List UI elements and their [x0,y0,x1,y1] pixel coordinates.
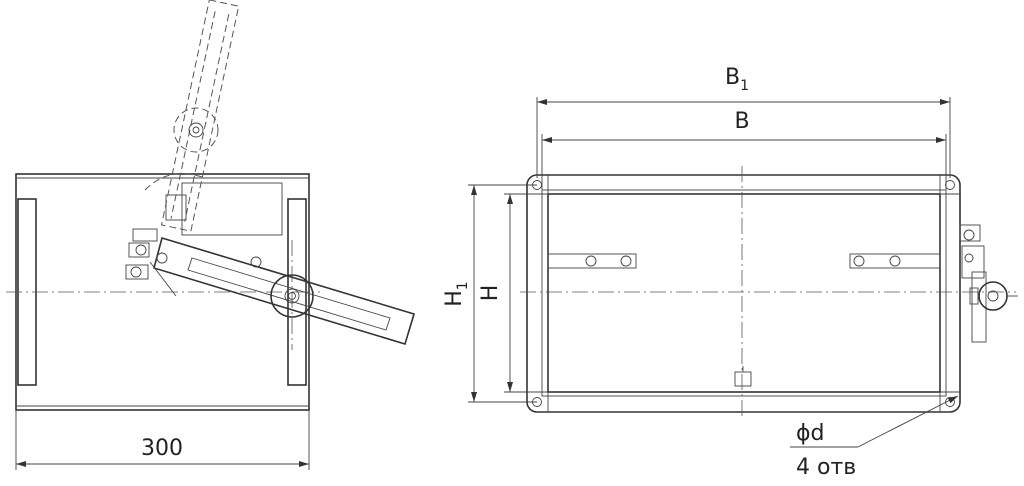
dim-b1-label: B [725,65,740,90]
lock-bolts [125,228,177,297]
lever-arm [153,236,415,345]
front-view: B1 B H1 H ϕd 4 отв [442,65,1018,480]
dim-length-label: 300 [141,436,183,461]
blade-bracket-left [547,253,637,269]
actuator [959,224,1018,343]
dim-h1-subscript: 1 [455,281,471,290]
svg-text:B1: B1 [725,65,749,94]
dim-b-label: B [734,109,749,134]
hole-diameter-label: ϕd [796,421,824,446]
svg-text:H1: H1 [442,281,471,306]
lever-alt-position [160,0,240,232]
dim-b1-subscript: 1 [740,78,749,94]
mounting-plate [181,182,283,236]
blade-bracket-right [849,253,941,269]
inner-frame [547,193,941,393]
outer-flange [526,174,961,413]
hole-count-label: 4 отв [796,455,856,480]
dim-h1-label: H [442,290,467,307]
lever-hub [270,274,314,318]
side-view: 300 [6,0,415,470]
bottom-bolt [734,371,752,387]
dim-h-label: H [478,285,503,302]
mount-hole [945,180,955,190]
